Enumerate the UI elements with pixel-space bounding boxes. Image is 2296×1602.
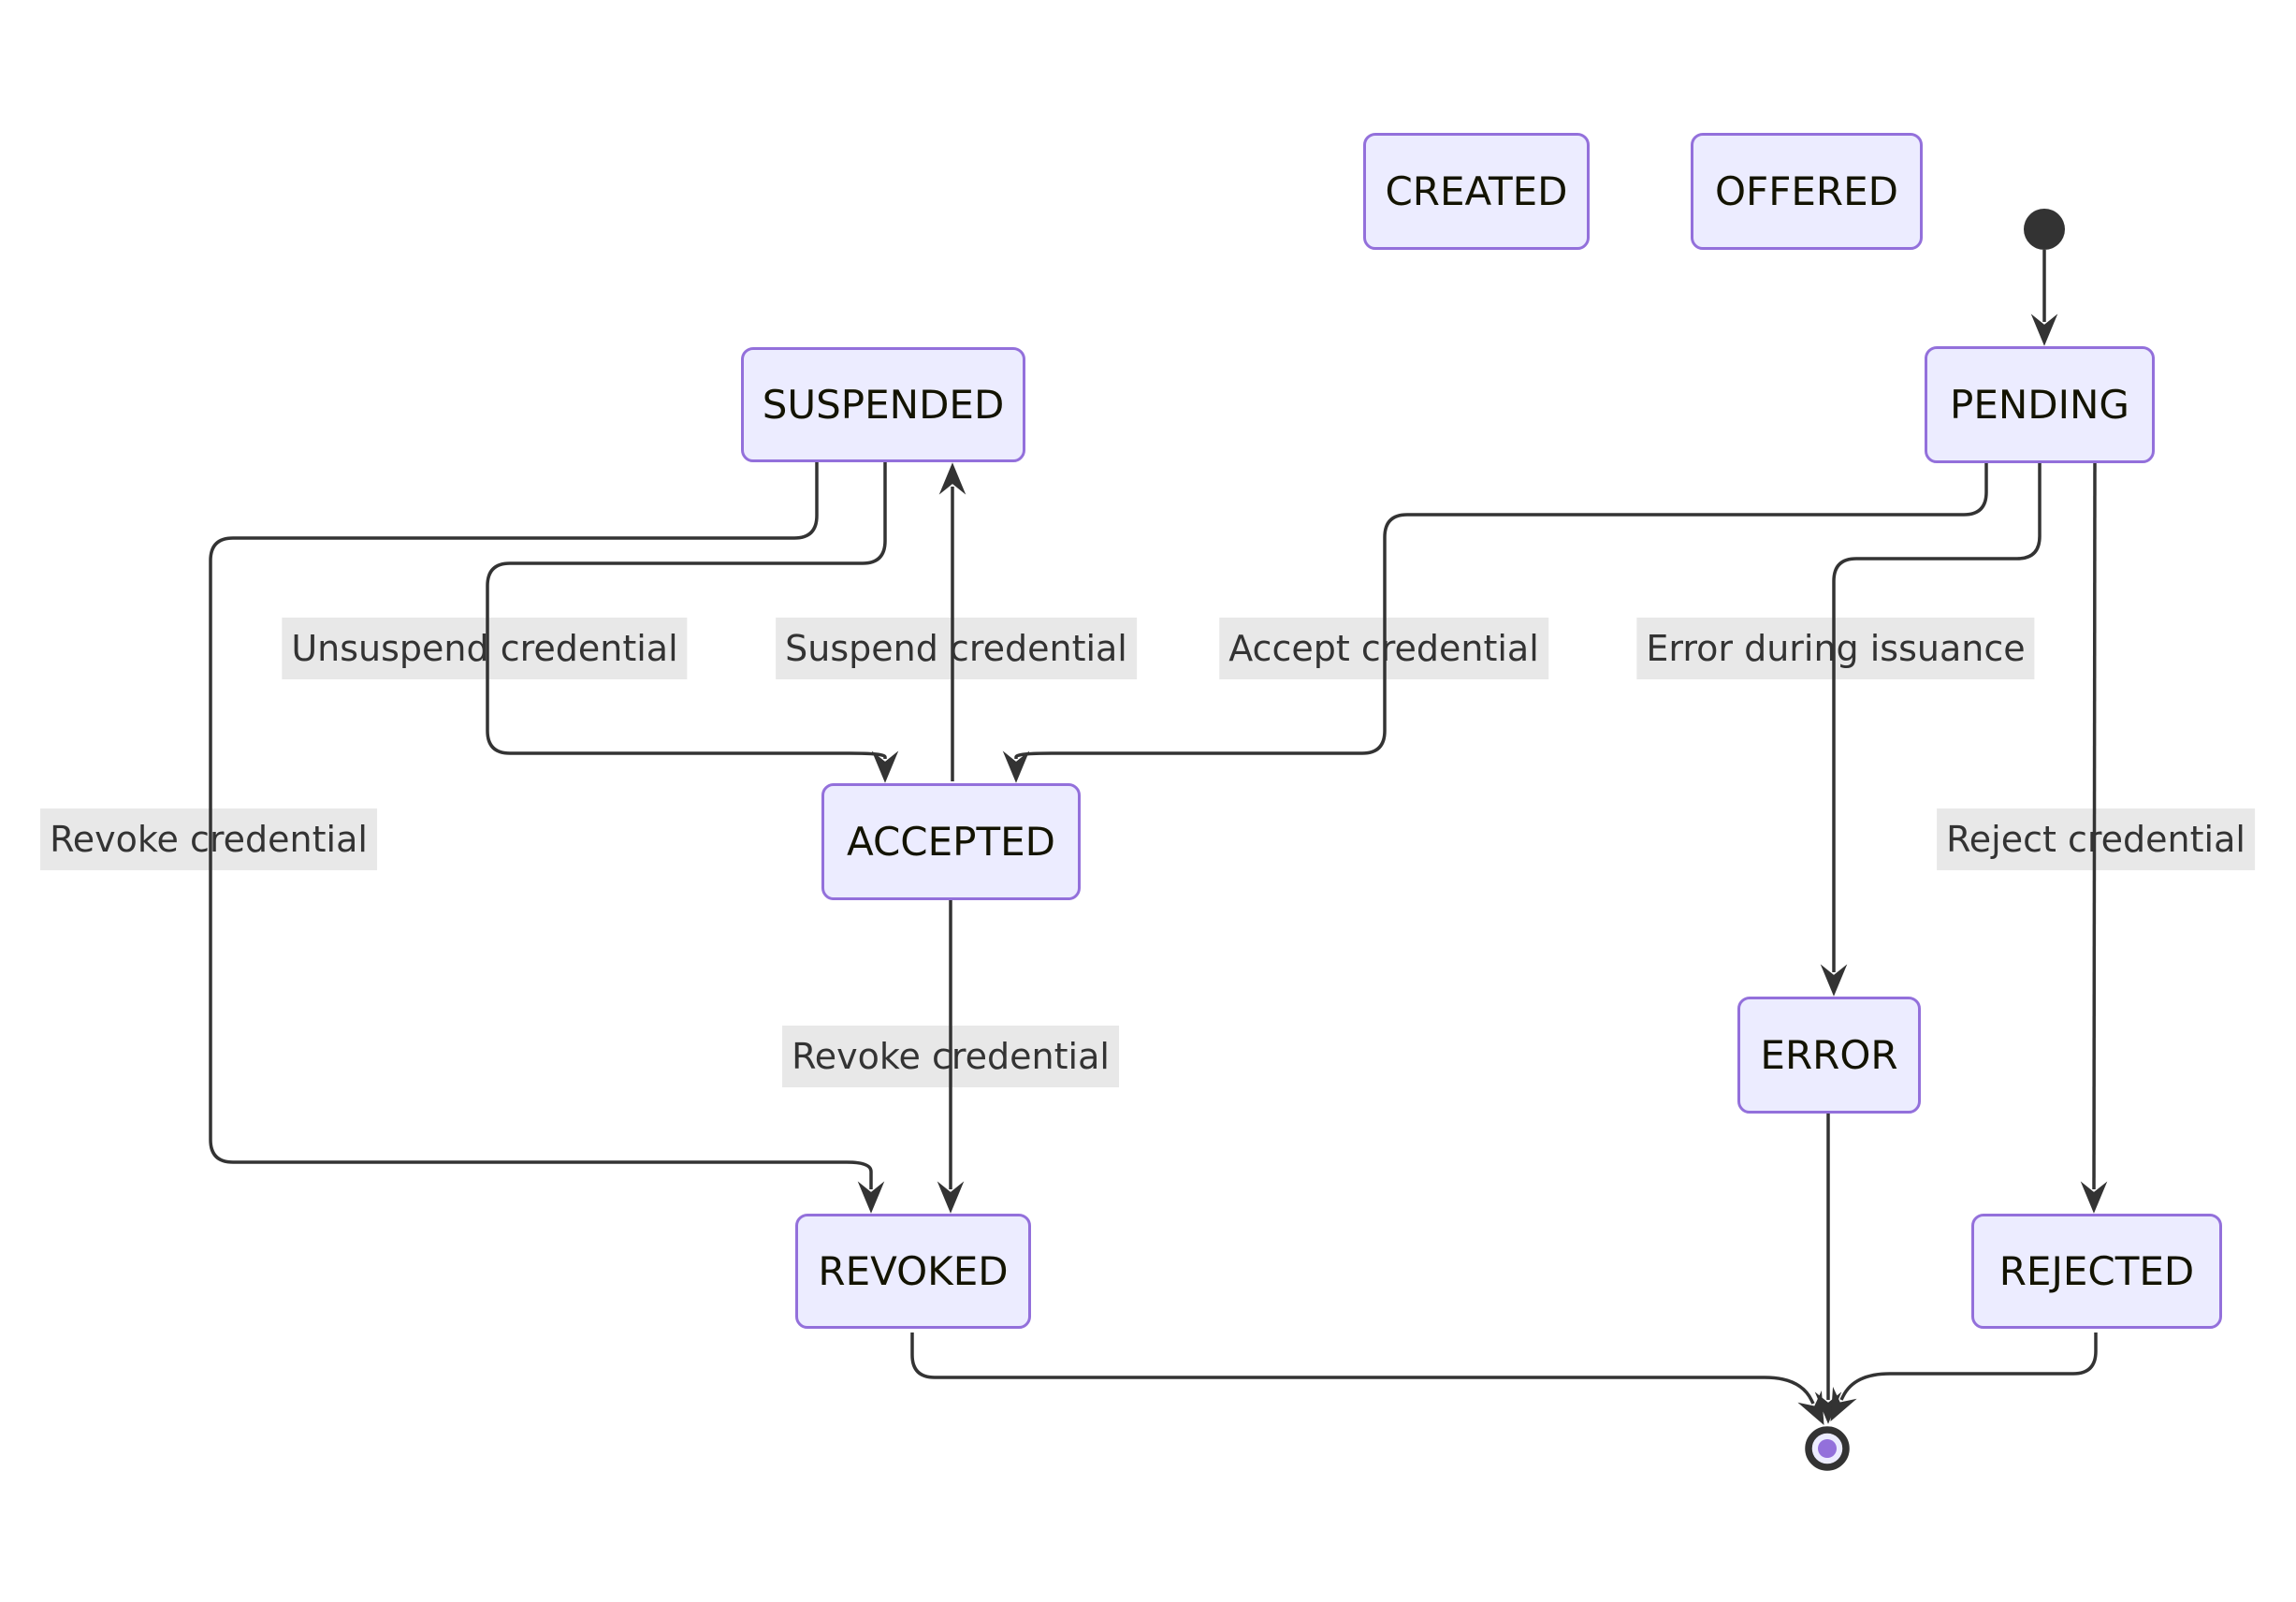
state-label: OFFERED <box>1715 168 1898 214</box>
final-state-icon <box>1805 1426 1850 1471</box>
edge-pending-to-accepted <box>1002 463 1988 783</box>
edge-revoked-to-end <box>910 1333 1824 1425</box>
edge-suspended-to-accepted <box>486 462 899 783</box>
edge-suspended-to-revoked <box>209 462 885 1214</box>
state-label: SUSPENDED <box>762 382 1005 428</box>
state-label: PENDING <box>1950 382 2129 428</box>
state-node-revoked: REVOKED <box>795 1214 1031 1329</box>
state-node-created: CREATED <box>1363 133 1590 250</box>
state-node-suspended: SUSPENDED <box>741 347 1025 462</box>
state-label: CREATED <box>1385 168 1568 214</box>
edge-rejected-to-end <box>1830 1333 2098 1421</box>
edge-label-revoke-credential-suspended: Revoke credential <box>40 808 377 870</box>
state-node-rejected: REJECTED <box>1971 1214 2222 1329</box>
edge-pending-to-error <box>1820 463 2042 997</box>
state-node-pending: PENDING <box>1925 346 2155 463</box>
edge-label-unsuspend-credential: Unsuspend credential <box>282 618 688 679</box>
edge-label-suspend-credential: Suspend credential <box>776 618 1137 679</box>
state-label: REVOKED <box>818 1248 1009 1294</box>
edge-pending-to-rejected <box>2080 462 2108 1214</box>
initial-state-dot <box>2024 209 2065 250</box>
state-node-error: ERROR <box>1737 997 1921 1114</box>
state-node-offered: OFFERED <box>1691 133 1923 250</box>
state-label: ERROR <box>1760 1032 1898 1078</box>
state-label: ACCEPTED <box>846 819 1056 865</box>
edge-label-error-during-issuance: Error during issuance <box>1636 618 2035 679</box>
state-label: REJECTED <box>1998 1248 2195 1294</box>
state-node-accepted: ACCEPTED <box>821 783 1081 900</box>
